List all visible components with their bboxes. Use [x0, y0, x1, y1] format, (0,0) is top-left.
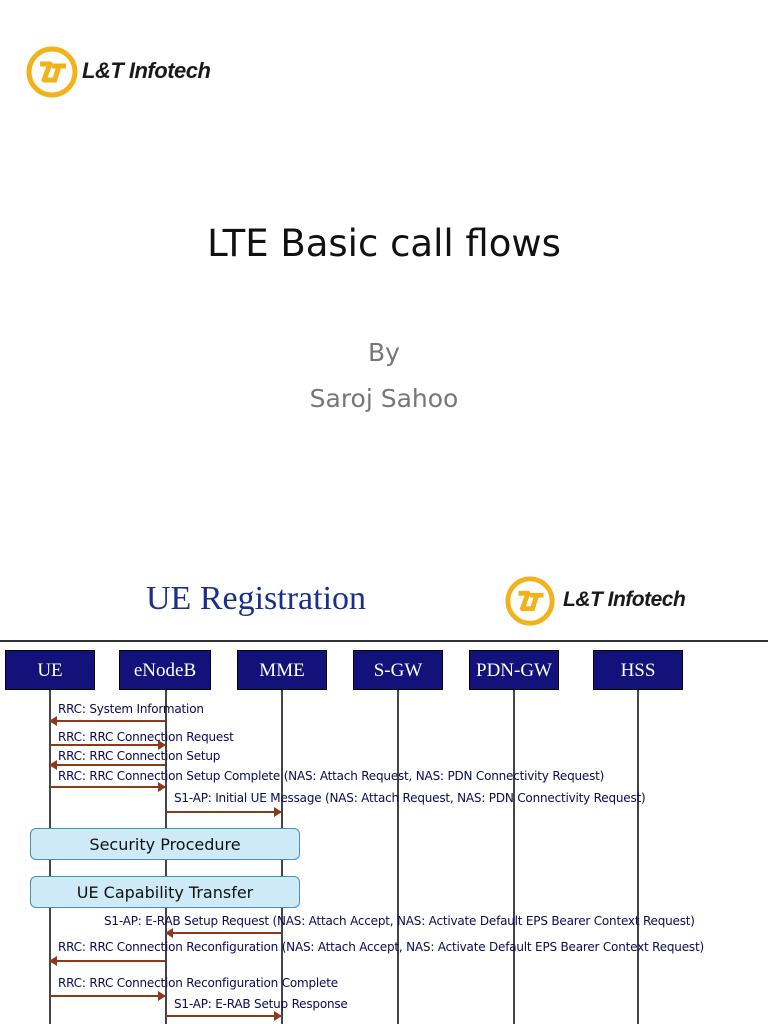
arrow-left	[165, 928, 281, 938]
lifeline-pdngw	[513, 690, 515, 1024]
entity-ue: UE	[5, 650, 95, 690]
msg-s1ap-erab-setup-response: S1-AP: E-RAB Setup Response	[174, 997, 348, 1011]
msg-rrc-connection-setup: RRC: RRC Connection Setup	[58, 749, 221, 763]
arrow-right	[50, 782, 166, 792]
arrow-left	[49, 760, 165, 770]
lifeline-sgw	[397, 690, 399, 1024]
lt-logo-icon	[505, 576, 555, 626]
arrow-right	[166, 1011, 282, 1021]
entity-pdngw: PDN-GW	[469, 650, 559, 690]
msg-rrc-connection-reconfiguration: RRC: RRC Connection Reconfiguration (NAS…	[58, 940, 704, 954]
lt-logo-icon	[26, 46, 78, 98]
msg-s1ap-initial-ue-message: S1-AP: Initial UE Message (NAS: Attach R…	[174, 791, 646, 805]
slide2-title: UE Registration	[146, 580, 367, 617]
logo-text: L&T Infotech	[563, 588, 686, 611]
logo-text: L&T Infotech	[82, 58, 211, 83]
entity-hss: HSS	[593, 650, 683, 690]
msg-rrc-connection-setup-complete: RRC: RRC Connection Setup Complete (NAS:…	[58, 769, 605, 783]
msg-rrc-system-information: RRC: System Information	[58, 702, 204, 716]
lifeline-hss	[637, 690, 639, 1024]
arrow-left	[49, 716, 165, 726]
lt-infotech-logo: L&T Infotech	[26, 46, 226, 98]
page-title: LTE Basic call flows	[207, 222, 561, 265]
lt-infotech-logo-2: L&T Infotech	[505, 574, 705, 626]
by-label: By	[368, 338, 400, 367]
entity-mme: MME	[237, 650, 327, 690]
arrow-right	[50, 740, 166, 750]
msg-s1ap-erab-setup-request: S1-AP: E-RAB Setup Request (NAS: Attach …	[104, 914, 695, 928]
entity-sgw: S-GW	[353, 650, 443, 690]
msg-rrc-connection-request: RRC: RRC Connection Request	[58, 730, 234, 744]
author-name: Saroj Sahoo	[309, 384, 459, 413]
arrow-right	[166, 807, 282, 817]
msg-rrc-connection-reconfiguration-complete: RRC: RRC Connection Reconfiguration Comp…	[58, 976, 338, 990]
ue-capability-transfer-box: UE Capability Transfer	[30, 876, 300, 908]
security-procedure-box: Security Procedure	[30, 828, 300, 860]
divider-line	[0, 640, 768, 642]
arrow-right	[50, 991, 166, 1001]
entity-enodeb: eNodeB	[119, 650, 211, 690]
arrow-left	[49, 956, 165, 966]
